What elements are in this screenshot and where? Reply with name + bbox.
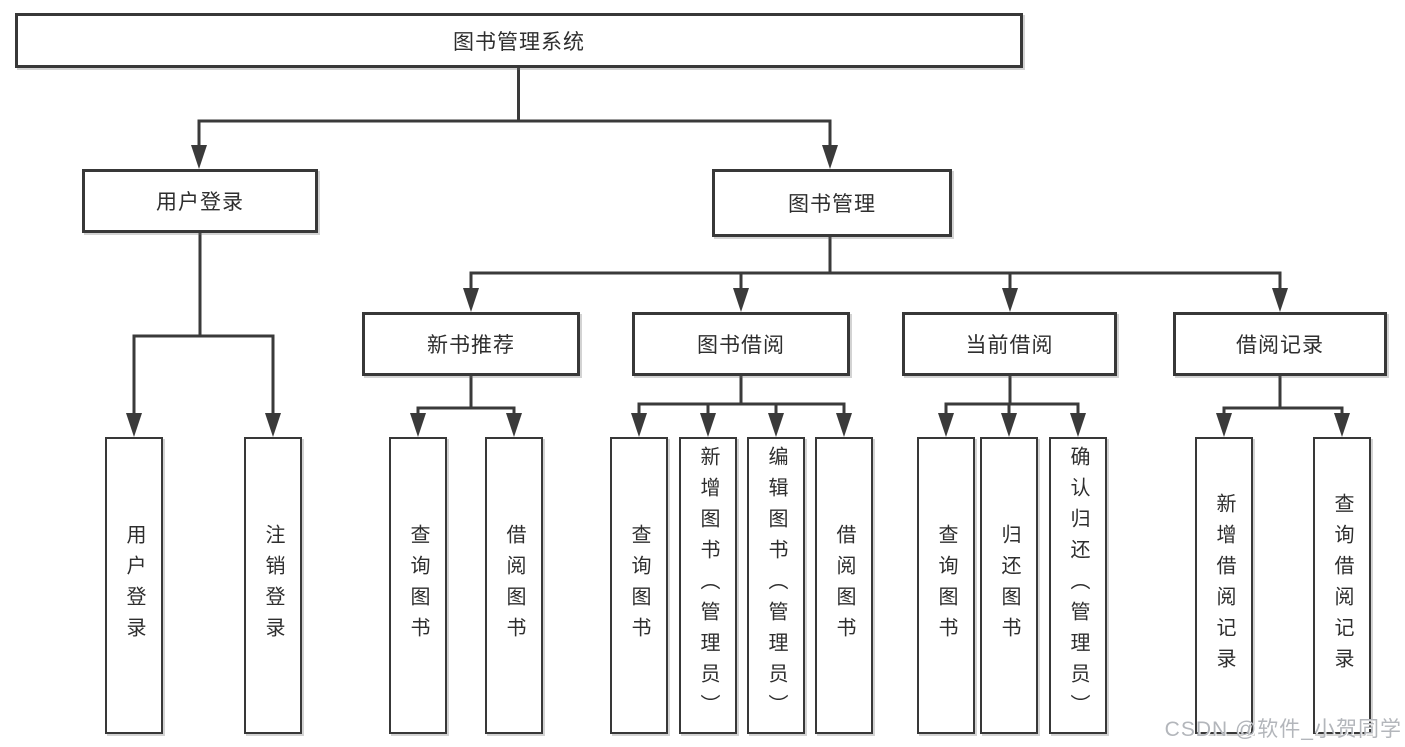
- leaf-query-books-current: 查询图书: [917, 437, 975, 734]
- leaf-query-borrow-record: 查询借阅记录: [1313, 437, 1371, 734]
- node-user-login-label: 用户登录: [156, 191, 244, 214]
- leaf-borrow-book: 借阅图书: [815, 437, 873, 734]
- connector-currentborrow-split: [944, 402, 1080, 417]
- node-root-label: 图书管理系统: [453, 30, 585, 54]
- node-new-book-recommend-label: 新书推荐: [427, 334, 515, 357]
- node-book-borrow: 图书借阅: [632, 312, 850, 376]
- node-user-login: 用户登录: [82, 169, 318, 233]
- node-new-book-recommend: 新书推荐: [362, 312, 580, 376]
- leaf-edit-book-admin: 编辑图书（管理员）: [747, 437, 805, 734]
- leaf-add-book-admin: 新增图书（管理员）: [679, 437, 737, 734]
- leaf-user-login: 用户登录: [105, 437, 163, 734]
- node-current-borrow-label: 当前借阅: [965, 334, 1054, 357]
- leaf-add-borrow-record: 新增借阅记录: [1195, 437, 1253, 734]
- leaf-borrow-books-newbooks: 借阅图书: [485, 437, 543, 734]
- leaf-confirm-return-admin: 确认归还（管理员）: [1049, 437, 1107, 734]
- node-book-management: 图书管理: [712, 169, 952, 237]
- arrowheads: [126, 145, 1350, 437]
- connector-userlogin-split: [132, 334, 275, 415]
- leaf-query-books-newbooks: 查询图书: [389, 437, 447, 734]
- connector-level3-split: [469, 271, 1282, 290]
- node-current-borrow: 当前借阅: [902, 312, 1117, 376]
- connector-newbooks-split: [416, 406, 516, 417]
- node-book-management-label: 图书管理: [788, 193, 876, 216]
- node-borrow-records-label: 借阅记录: [1236, 334, 1324, 357]
- node-borrow-records: 借阅记录: [1173, 312, 1387, 376]
- csdn-watermark: CSDN @软件_小贺同学: [1164, 718, 1402, 741]
- node-book-borrow-label: 图书借阅: [697, 334, 785, 357]
- node-root: 图书管理系统: [15, 13, 1023, 68]
- connector-borrowrecords-split: [1222, 406, 1344, 417]
- connector-root-split: [197, 119, 832, 147]
- leaf-query-books-borrow: 查询图书: [610, 437, 668, 734]
- leaf-return-book: 归还图书: [980, 437, 1038, 734]
- leaf-logout: 注销登录: [244, 437, 302, 734]
- connector-bookborrow-split: [637, 402, 846, 417]
